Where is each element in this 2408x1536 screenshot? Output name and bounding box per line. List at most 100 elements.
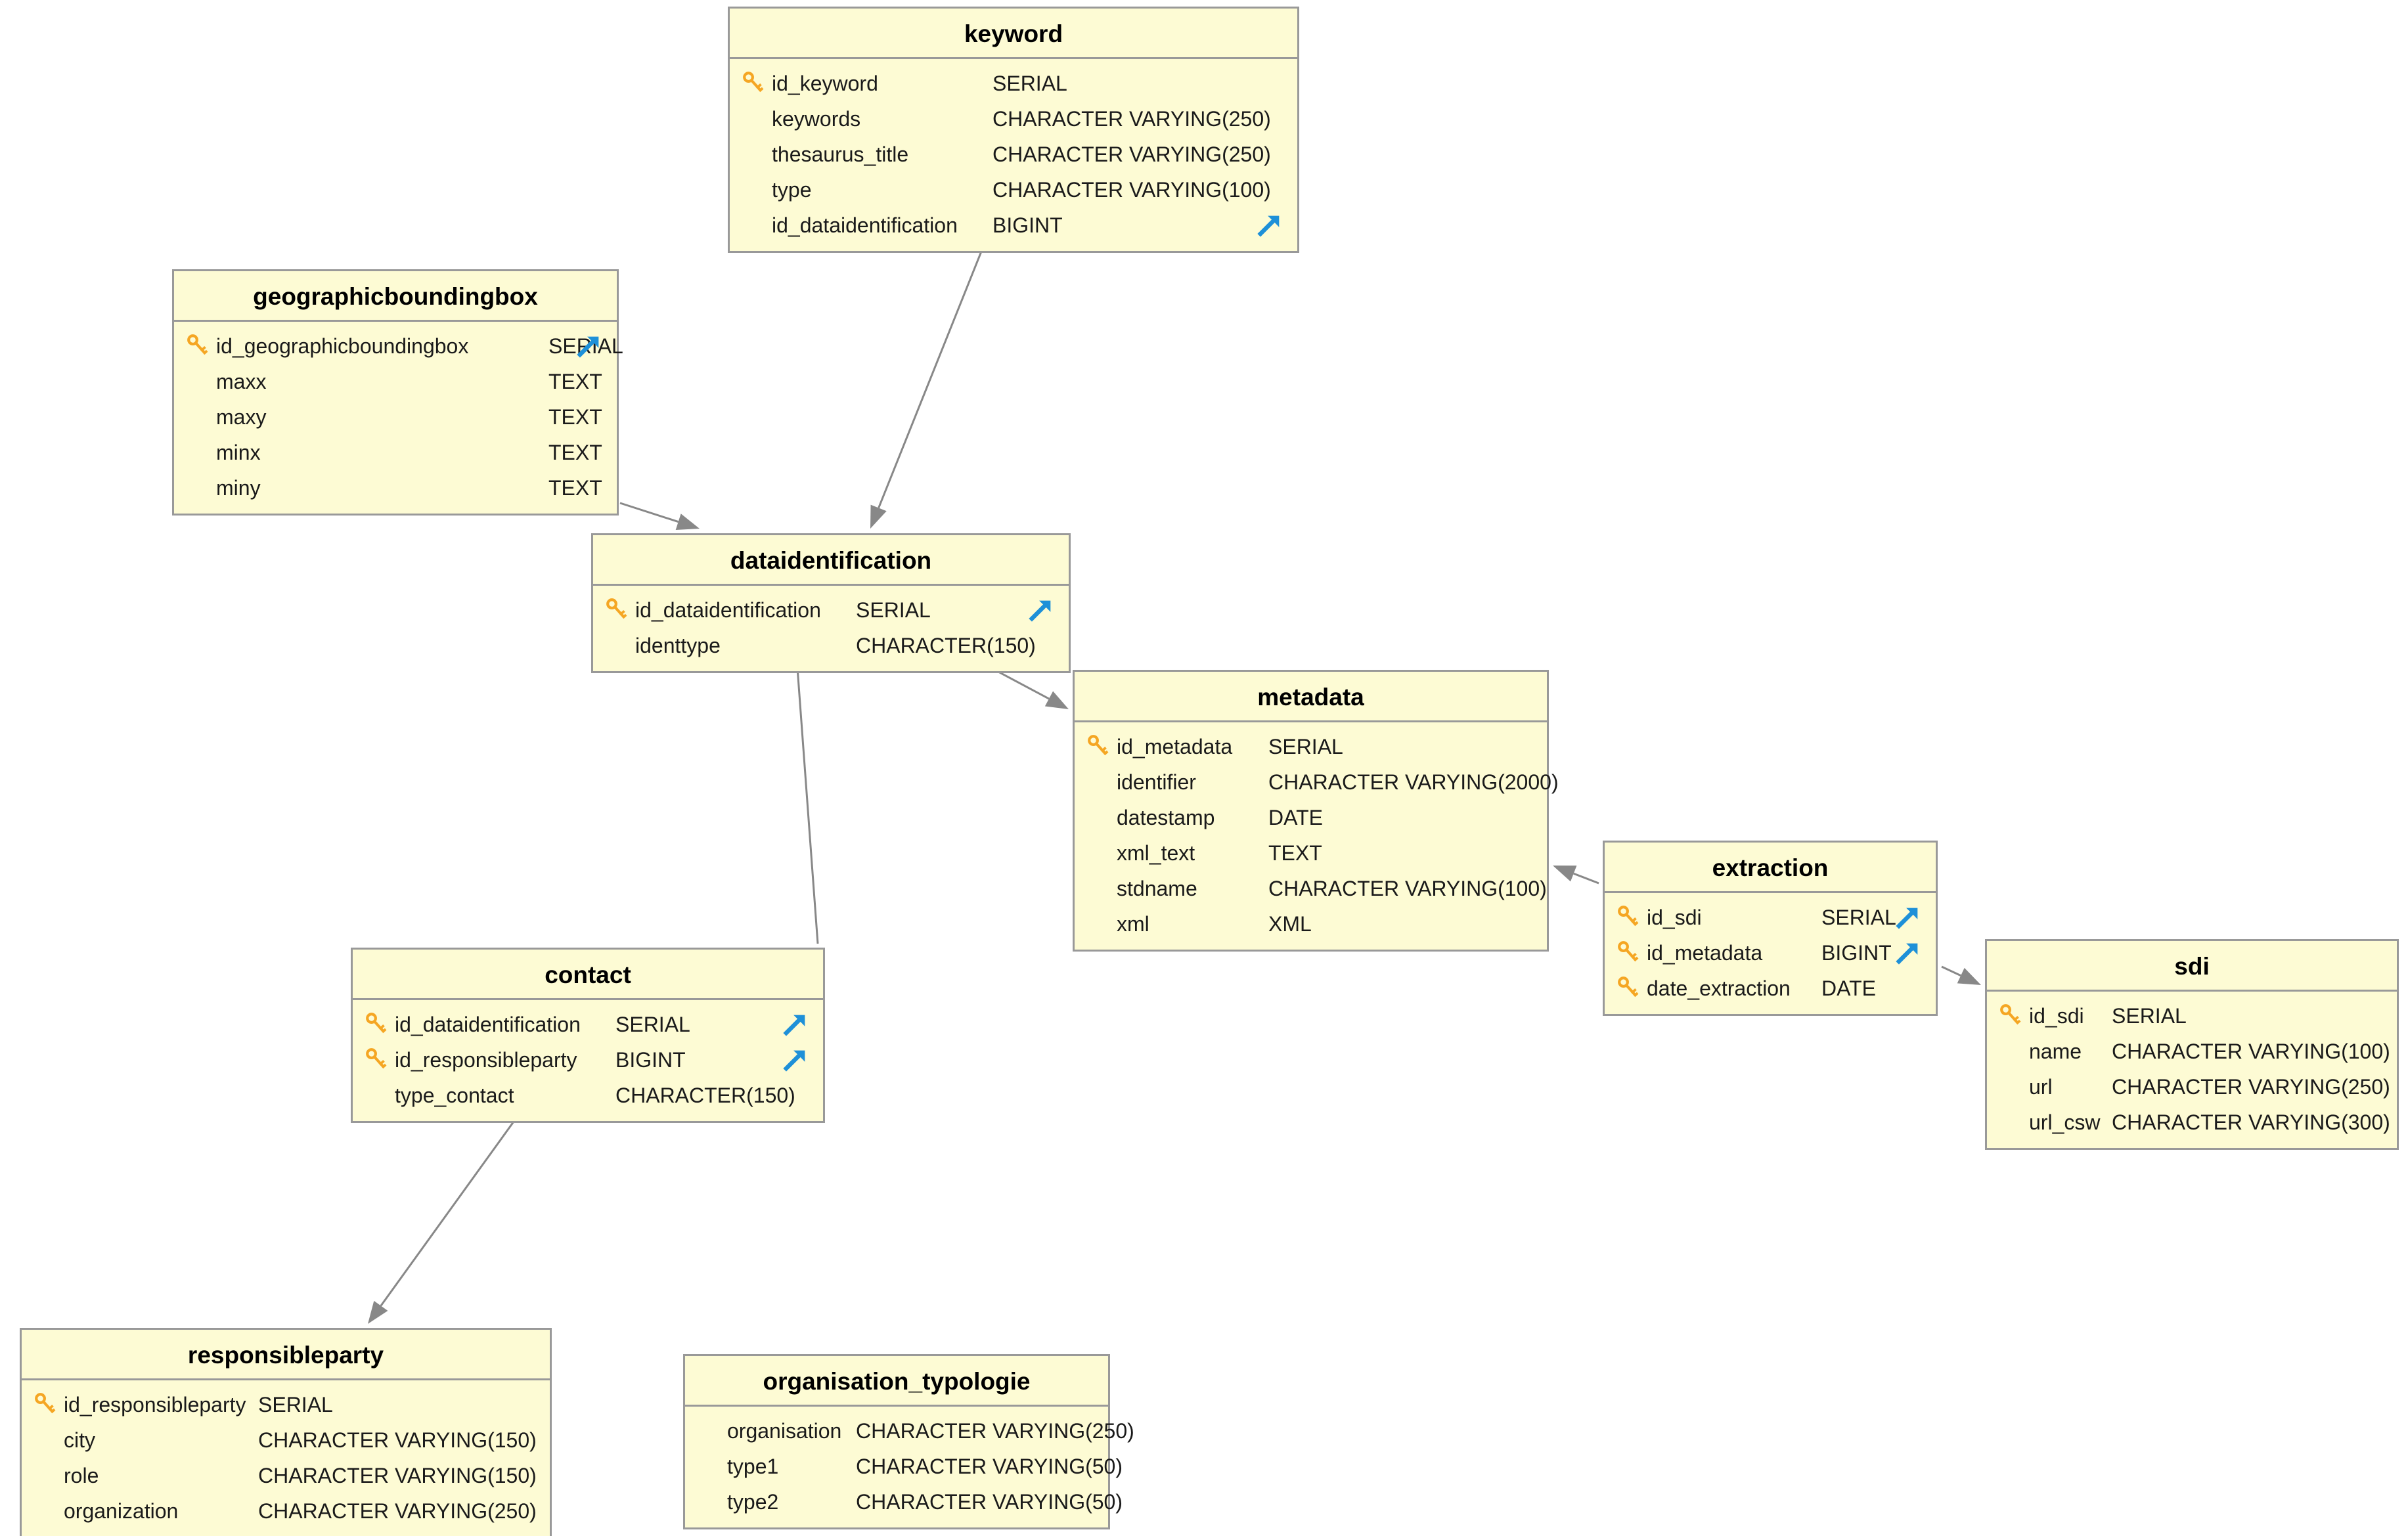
- attribute-type: SERIAL: [1821, 905, 1896, 929]
- attribute-type: CHARACTER VARYING(150): [258, 1428, 537, 1452]
- attribute-name: id_responsibleparty: [64, 1392, 246, 1416]
- attribute-key-gutter: [738, 208, 772, 243]
- relationship-geographicboundingbox-to-dataidentification: [619, 502, 700, 530]
- attribute-type: BIGINT: [615, 1047, 686, 1072]
- attribute-name: type1: [727, 1454, 779, 1478]
- attribute-type: DATE: [1268, 805, 1323, 829]
- foreign-key-icon: [780, 1009, 810, 1040]
- attribute-name: url: [2029, 1074, 2053, 1099]
- attribute-key-gutter: [361, 1078, 395, 1113]
- attribute-type: CHARACTER VARYING(250): [992, 106, 1271, 131]
- attribute-name: xml: [1117, 911, 1149, 936]
- attribute-name: identifier: [1117, 770, 1196, 794]
- relationship-keyword-to-dataidentification: [870, 241, 987, 529]
- entity-title-organisation_typologie: organisation_typologie: [685, 1356, 1108, 1407]
- attribute-type: SERIAL: [856, 598, 931, 622]
- attribute-key-gutter: [1082, 729, 1117, 764]
- attribute-name: id_metadata: [1647, 940, 1763, 965]
- attribute-fk-gutter: [1890, 900, 1927, 935]
- entity-title-keyword: keyword: [730, 9, 1297, 59]
- foreign-key-icon: [1892, 902, 1923, 933]
- primary-key-icon: [1996, 1001, 2026, 1031]
- entity-geographicboundingbox[interactable]: geographicboundingbox id_geographicboundi…: [172, 269, 623, 516]
- attribute-row[interactable]: id_sdi SERIAL: [1605, 900, 1936, 935]
- attribute-fk-gutter: [2351, 998, 2388, 1034]
- attribute-name: xml_text: [1117, 841, 1195, 865]
- attribute-type: TEXT: [1268, 841, 1322, 865]
- attribute-key-gutter: [1082, 764, 1117, 800]
- attribute-fk-gutter: [504, 1422, 541, 1458]
- attribute-key-gutter: [601, 628, 635, 663]
- attribute-name: type: [772, 177, 812, 202]
- attribute-type: TEXT: [548, 440, 602, 464]
- attribute-fk-gutter: [1501, 835, 1538, 871]
- attribute-fk-gutter: [2351, 1069, 2388, 1105]
- attribute-name: id_sdi: [1647, 905, 1702, 929]
- attribute-key-gutter: [693, 1413, 727, 1449]
- attribute-key-gutter: [1613, 935, 1647, 971]
- attribute-fk-gutter: [1062, 1484, 1099, 1520]
- attribute-type: CHARACTER(150): [615, 1083, 795, 1107]
- attribute-row[interactable]: type_contact CHARACTER(150): [353, 1078, 823, 1113]
- attribute-row[interactable]: datestamp DATE: [1075, 800, 1547, 835]
- primary-key-icon: [1614, 938, 1644, 968]
- entity-title-responsibleparty: responsibleparty: [22, 1330, 550, 1380]
- attribute-name: url_csw: [2029, 1110, 2101, 1134]
- attribute-type: SERIAL: [2112, 1003, 2187, 1028]
- attribute-name: stdname: [1117, 876, 1197, 900]
- attribute-fk-gutter: [1890, 935, 1927, 971]
- entity-title-geographicboundingbox: geographicboundingbox: [174, 271, 617, 322]
- primary-key-icon: [362, 1009, 392, 1040]
- primary-key-icon: [602, 595, 633, 625]
- attribute-row[interactable]: xml_text TEXT: [1075, 835, 1547, 871]
- attribute-name: type_contact: [395, 1083, 514, 1107]
- attribute-name: datestamp: [1117, 805, 1215, 829]
- attribute-key-gutter: [1082, 871, 1117, 906]
- attribute-name: id_dataidentification: [772, 213, 958, 237]
- attribute-key-gutter: [182, 399, 216, 435]
- attribute-type: TEXT: [548, 475, 602, 500]
- entity-title-extraction: extraction: [1605, 843, 1936, 893]
